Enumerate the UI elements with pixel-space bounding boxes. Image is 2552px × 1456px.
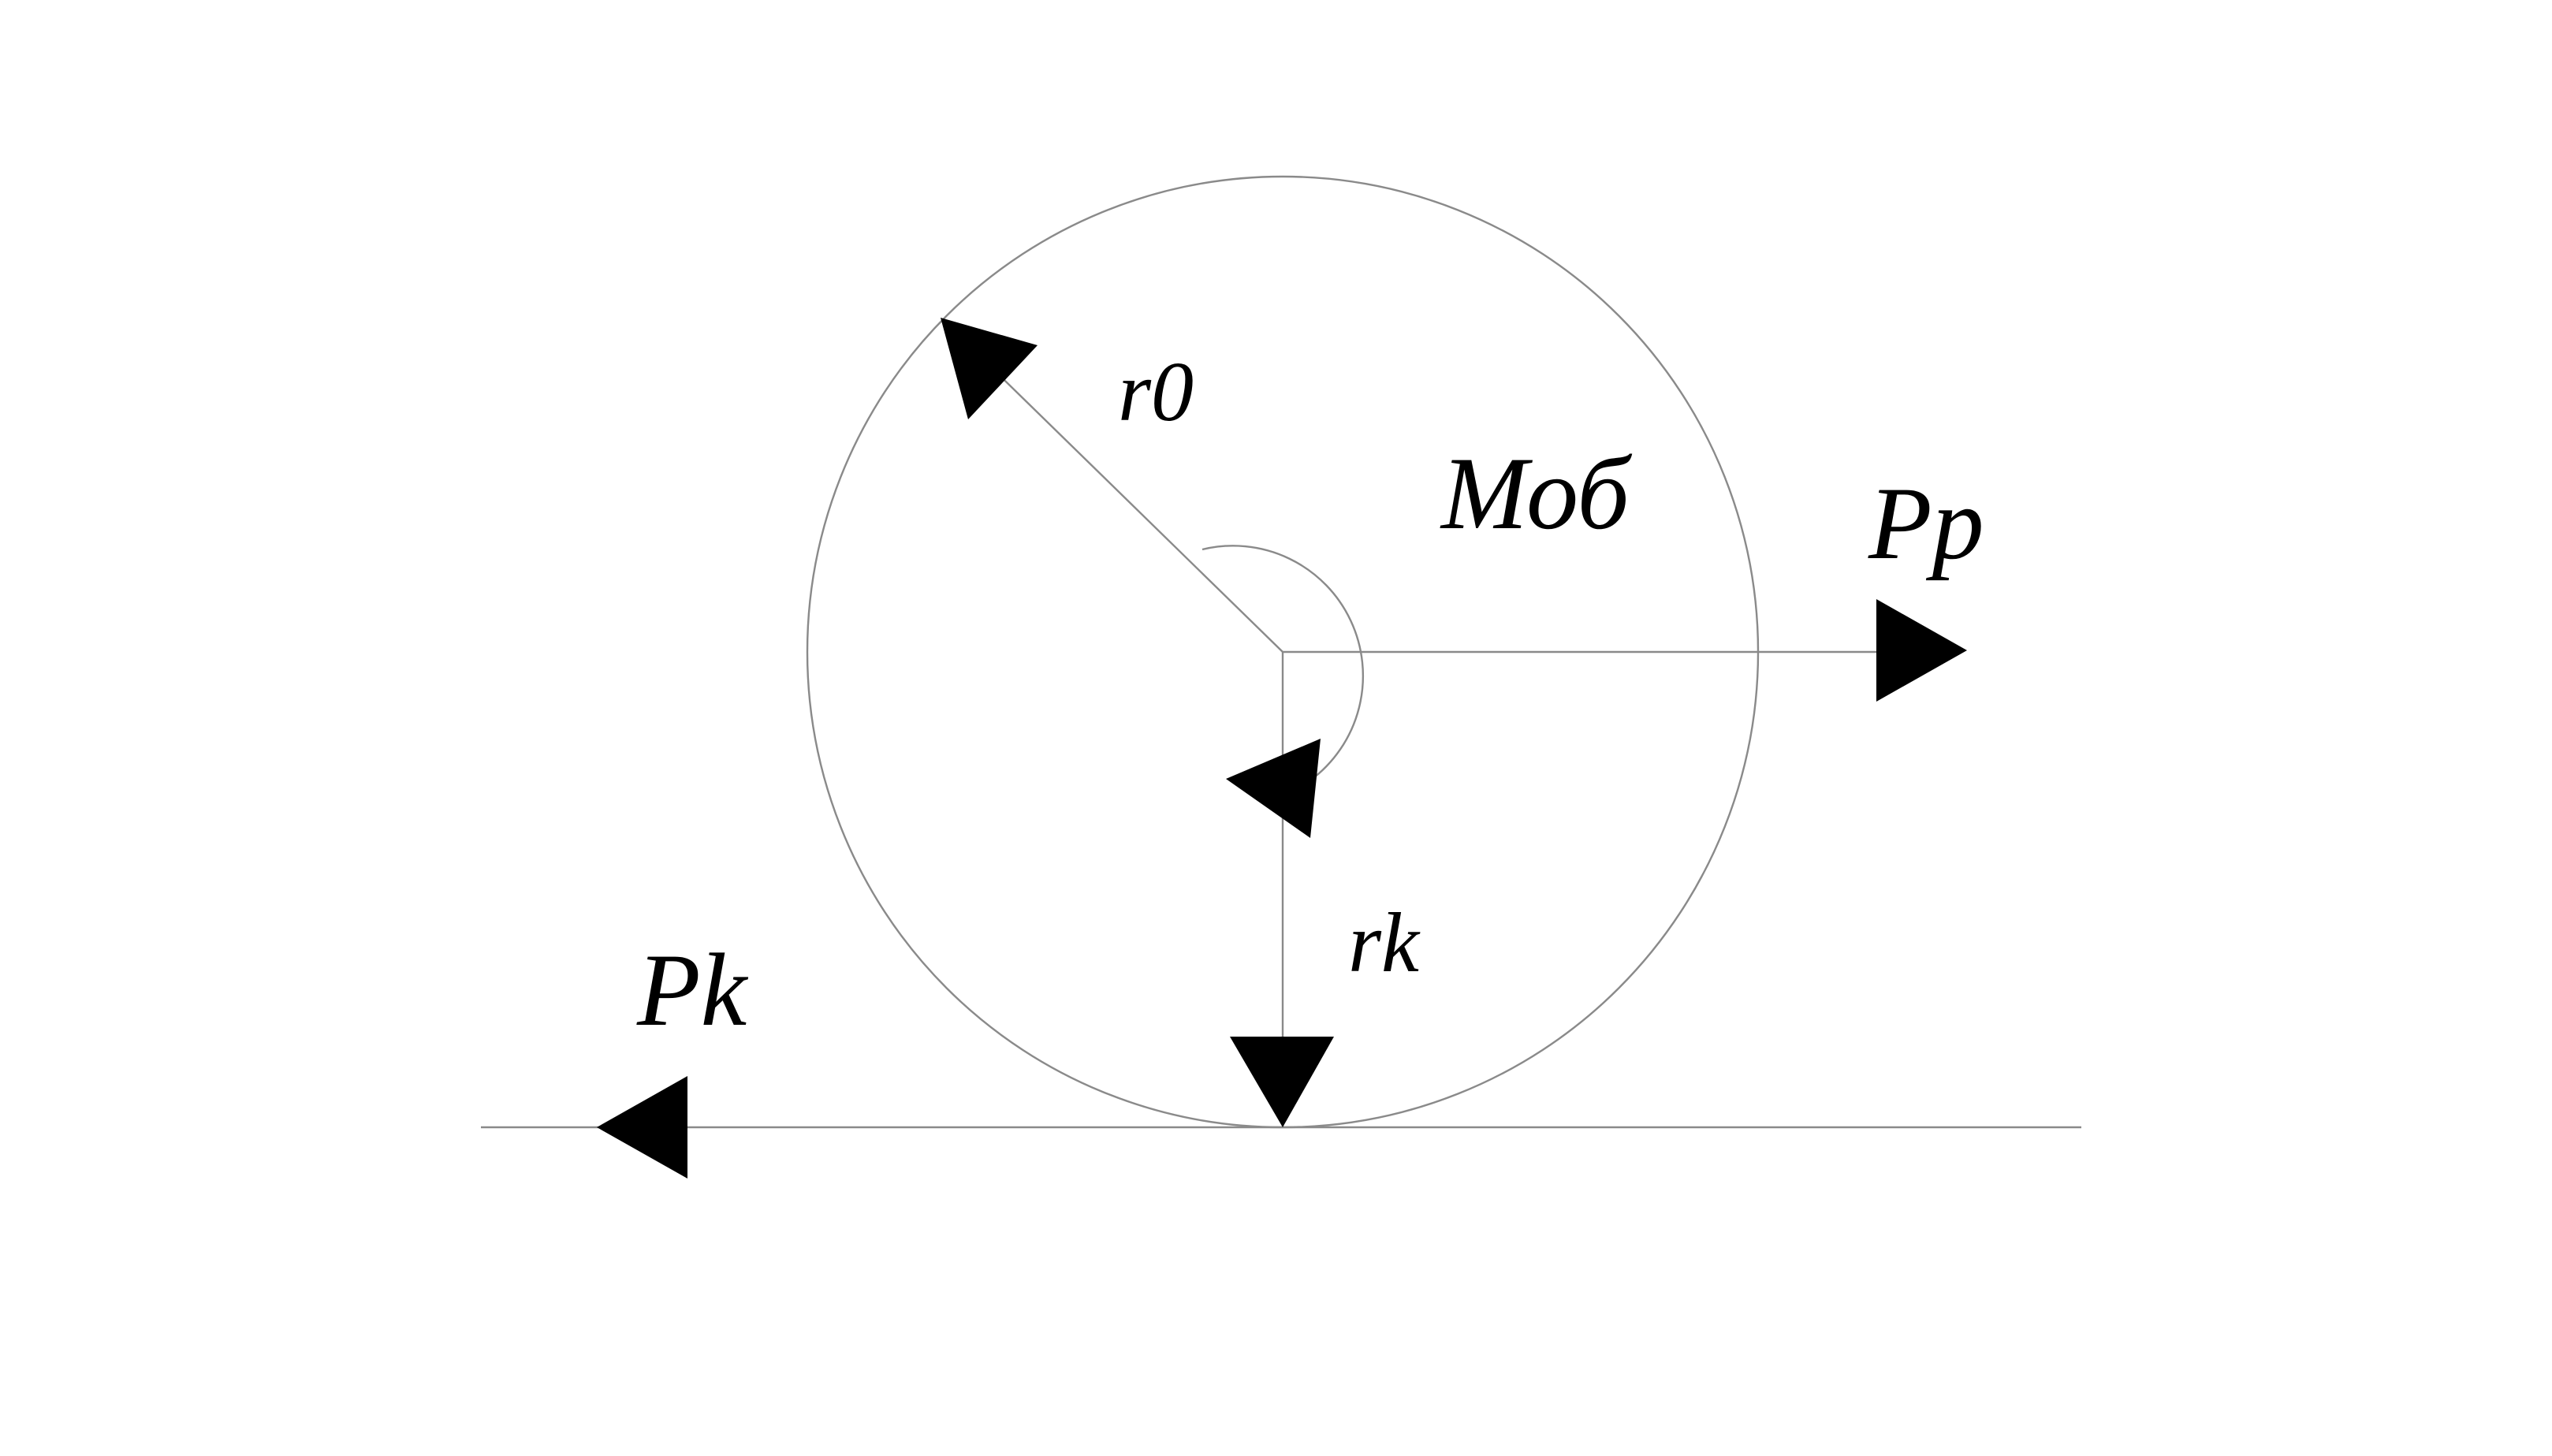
label-pp: Pp xyxy=(1868,465,1984,581)
moment-arrowhead xyxy=(1226,739,1321,838)
force-pk-arrowhead xyxy=(597,1076,687,1179)
label-r0: r0 xyxy=(1118,345,1194,439)
label-pk: Pk xyxy=(636,932,749,1048)
radius-rk-arrowhead xyxy=(1230,1037,1334,1127)
moment-arc xyxy=(1201,545,1365,781)
force-pp-arrowhead xyxy=(1876,599,1967,702)
label-rk: rk xyxy=(1348,896,1421,990)
radius-r0-arrowhead xyxy=(941,318,1038,419)
label-moment: Моб xyxy=(1440,435,1632,551)
